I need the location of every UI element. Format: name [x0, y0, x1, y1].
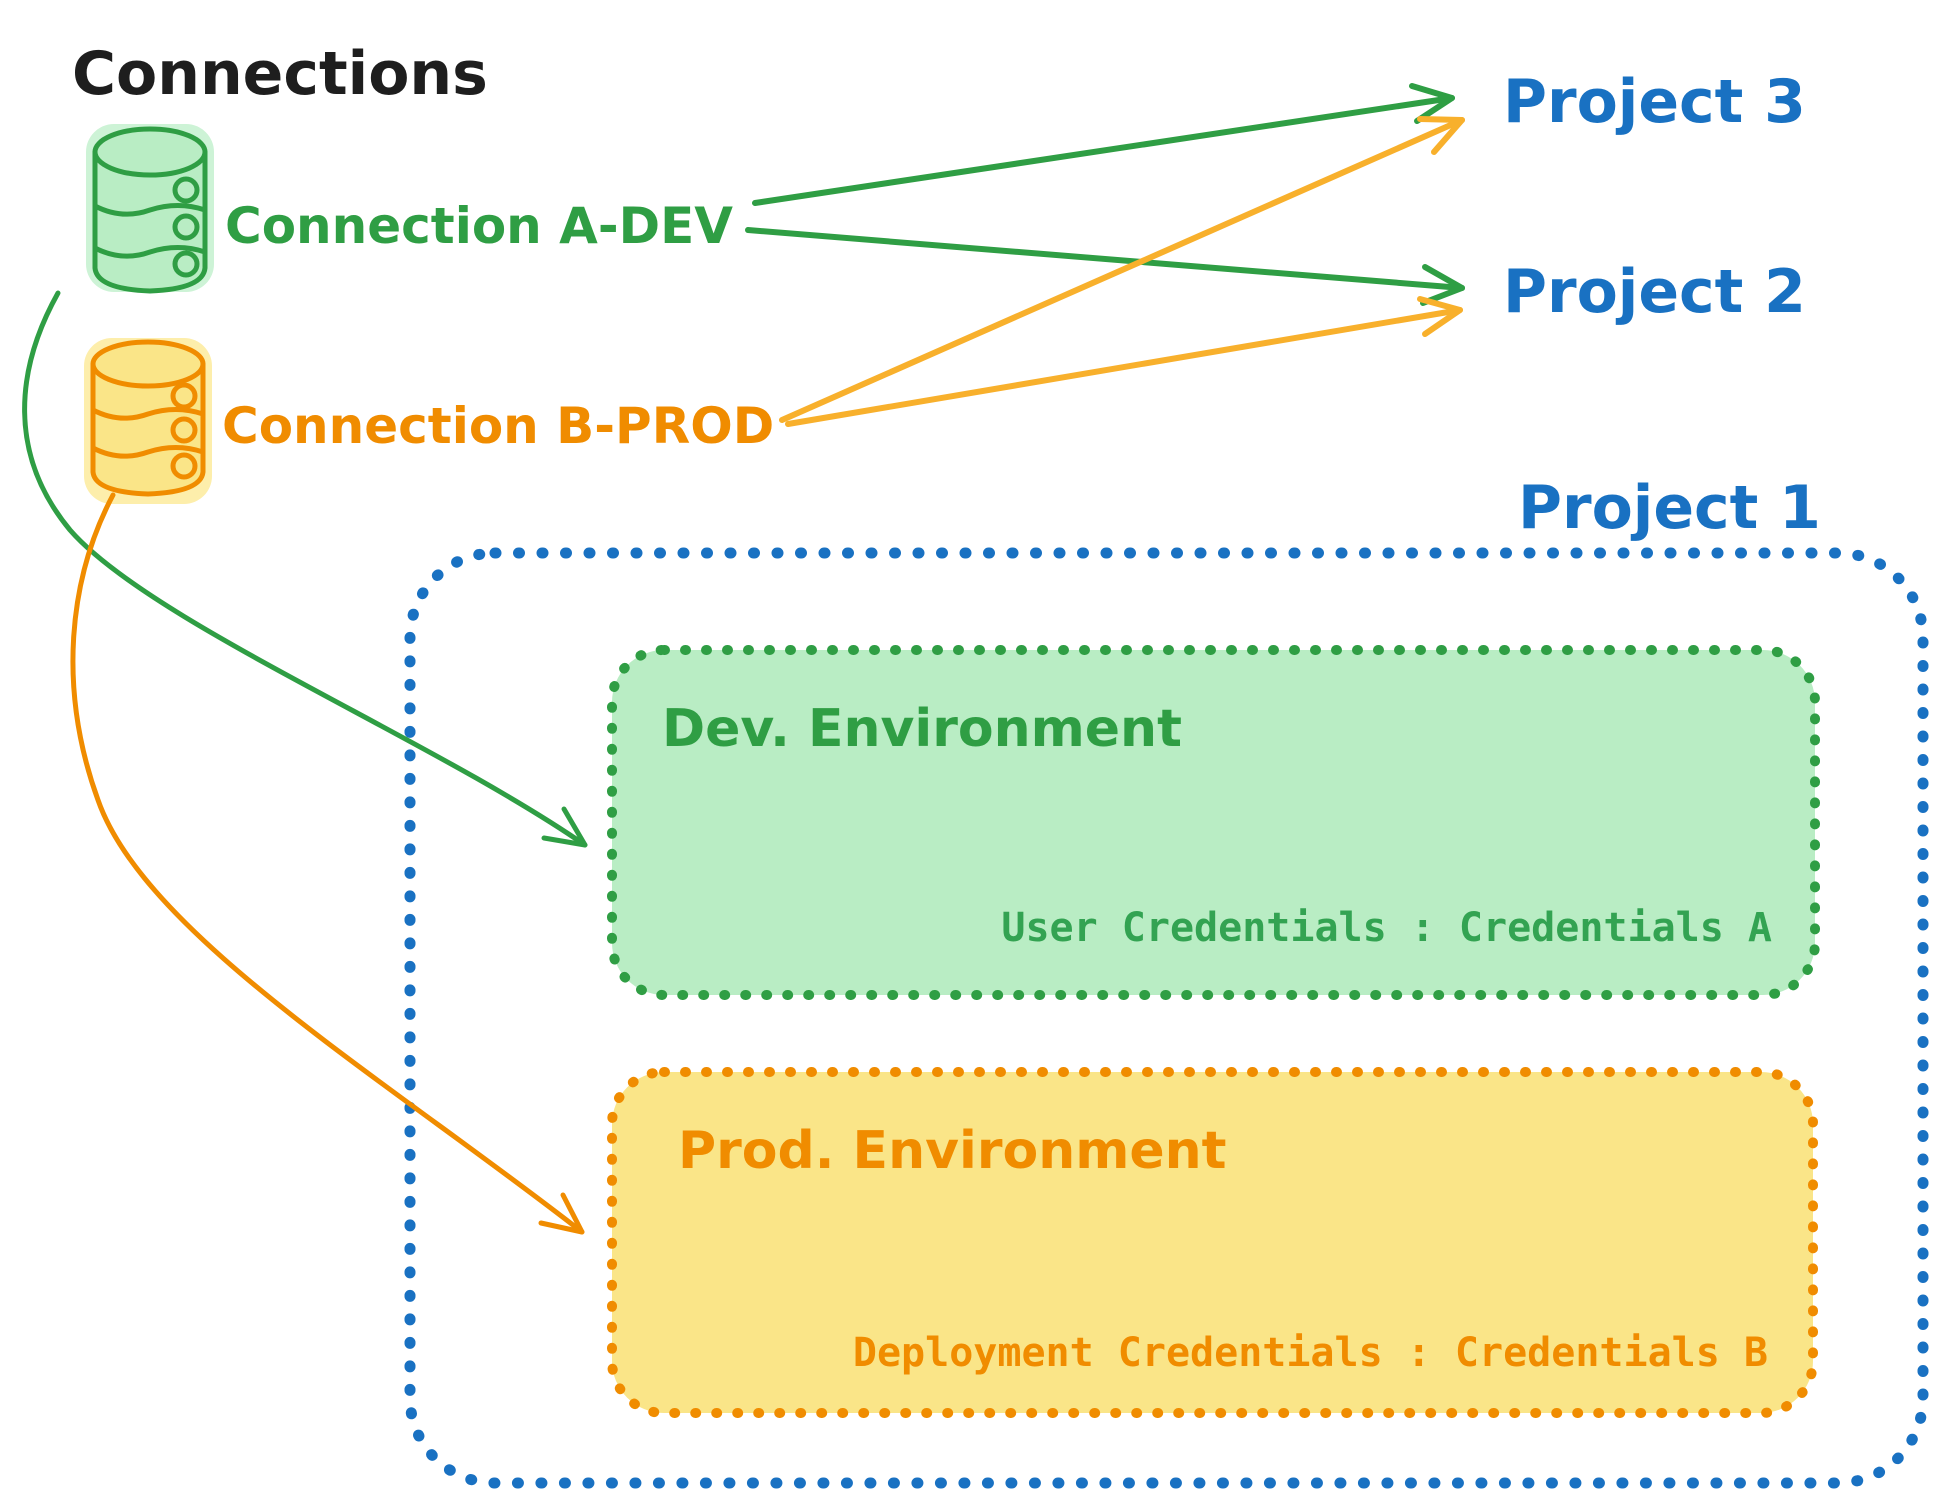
dev-environment-title: Dev. Environment [662, 699, 1182, 759]
database-cylinder-icon-b-prod [84, 338, 212, 504]
arrow-a-dev-to-dev-environment [22, 290, 588, 848]
project-1-container-box [404, 547, 1929, 1489]
prod-environment-title: Prod. Environment [678, 1121, 1227, 1181]
arrow-b-prod-to-prod-environment [70, 492, 585, 1235]
diagram-title: Connections [72, 39, 488, 109]
prod-environment-box [607, 1067, 1818, 1418]
dev-environment-box [607, 645, 1820, 1000]
arrow-b-prod-to-project-3 [779, 116, 1465, 423]
arrow-a-dev-to-project-2 [745, 227, 1465, 306]
connection-b-prod-label: Connection B-PROD [222, 397, 774, 455]
arrow-b-prod-to-project-2 [785, 296, 1463, 427]
dev-environment-credentials: User Credentials : Credentials A [1001, 905, 1772, 951]
project-3-label: Project 3 [1503, 67, 1806, 137]
project-1-label: Project 1 [1518, 473, 1821, 543]
arrow-a-dev-to-project-3 [752, 83, 1455, 206]
prod-environment-credentials: Deployment Credentials : Credentials B [853, 1330, 1768, 1376]
database-cylinder-icon-a-dev [86, 124, 214, 294]
project-2-label: Project 2 [1503, 257, 1806, 327]
connection-a-dev-label: Connection A-DEV [225, 197, 733, 255]
